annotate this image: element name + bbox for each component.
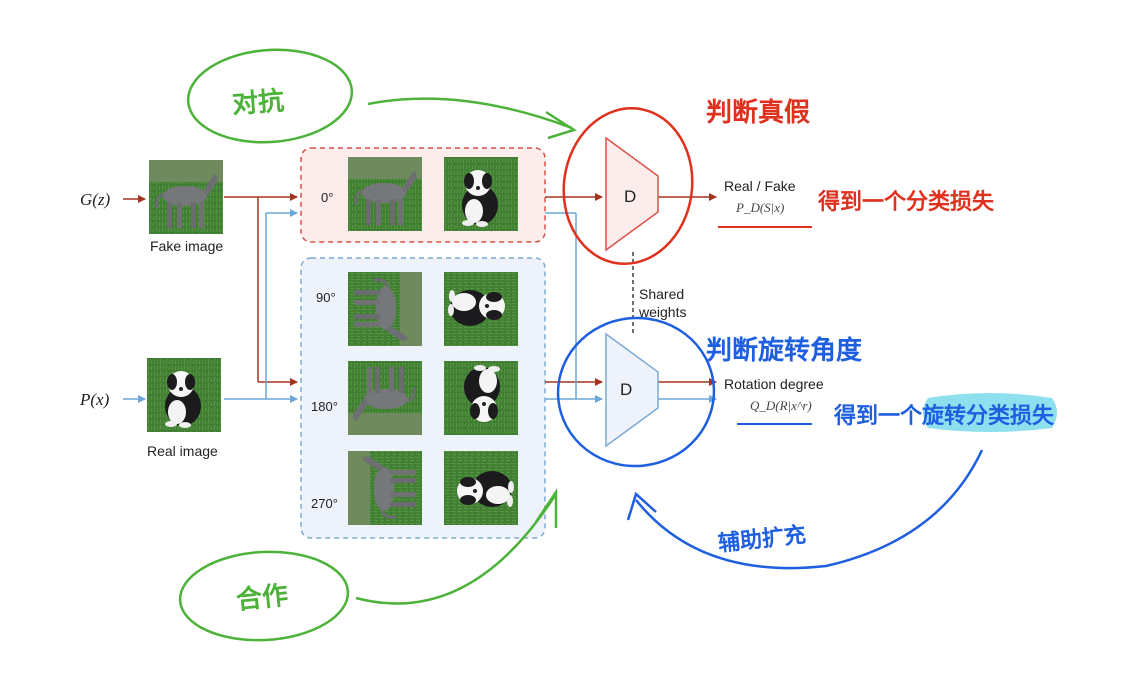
discriminator-top (605, 136, 659, 252)
real-fake-loss-annotation: 得到一个分类损失 (818, 190, 995, 215)
discriminator-bottom (605, 332, 659, 448)
real-path-arrows (123, 209, 717, 403)
real-image (147, 358, 221, 432)
real-dog-180-deg (444, 361, 518, 435)
cooperation-annotation: 合作 (234, 580, 290, 616)
cooperation-circle (178, 550, 350, 642)
adversarial-annotation: 对抗 (231, 86, 286, 120)
cooperation-arrow (355, 493, 558, 605)
real-fake-label: Real / Fake (724, 178, 796, 194)
fake-dog-180-deg (346, 359, 424, 437)
d-bottom-label: D (620, 380, 633, 399)
judge-real-fake-annotation: 判断真假 (706, 98, 811, 128)
pd-formula: P_D(S|x) (736, 200, 785, 215)
fake-dog-0-deg (346, 155, 424, 233)
shared-weights-line1: Shared (639, 286, 685, 302)
real-image-caption: Real image (147, 443, 218, 459)
qd-formula: Q_D(R|x^r) (750, 398, 812, 413)
real-dog-0-deg (444, 157, 518, 231)
adversarial-circle (186, 48, 354, 144)
top-d-circle (562, 106, 694, 266)
real-dog-270-deg (444, 451, 518, 525)
bottom-d-circle (556, 316, 716, 468)
gz-label: G(z) (80, 190, 111, 209)
fake-path-arrows (123, 193, 717, 386)
fake-image-caption: Fake image (150, 238, 224, 254)
cooperation-arrowhead (534, 487, 558, 528)
angle-0-label: 0° (321, 190, 334, 205)
fake-image (147, 158, 225, 236)
auxiliary-arrowhead (626, 491, 657, 521)
rotation-degree-label: Rotation degree (724, 376, 824, 392)
real-dog-90-deg (444, 272, 518, 346)
d-top-label: D (624, 187, 637, 206)
adversarial-arrow (367, 97, 573, 130)
auxiliary-arrow (635, 449, 984, 570)
angle-270-label: 270° (311, 496, 338, 511)
fake-dog-90-deg (346, 270, 424, 348)
judge-rotation-annotation: 判断旋转角度 (706, 336, 863, 366)
adversarial-arrowhead (545, 110, 577, 140)
angle-90-label: 90° (316, 290, 336, 305)
angle-180-label: 180° (311, 399, 338, 414)
shared-weights-line2: weights (639, 304, 687, 320)
loss-highlight (923, 393, 1057, 432)
rotation-loss-annotation: 得到一个旋转分类损失 (834, 404, 1055, 429)
fake-dog-270-deg (346, 449, 424, 527)
px-label: P(x) (80, 390, 110, 409)
